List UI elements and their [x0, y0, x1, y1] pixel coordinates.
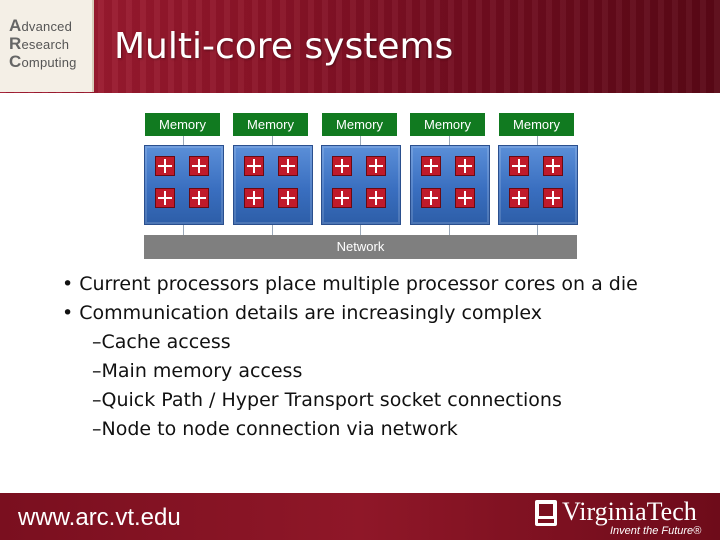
network-connector: [537, 224, 538, 235]
bullet-list: • Current processors place multiple proc…: [62, 270, 638, 444]
processor-chip: [498, 145, 578, 225]
processor-core-icon: [189, 156, 209, 176]
sub-bullet-item: –Quick Path / Hyper Transport socket con…: [62, 386, 638, 415]
processor-core-icon: [155, 156, 175, 176]
memory-label: Memory: [499, 113, 574, 136]
bullet-item: • Communication details are increasingly…: [62, 299, 638, 328]
network-connector: [183, 224, 184, 235]
sub-bullet-item: –Node to node connection via network: [62, 415, 638, 444]
processor-core-icon: [366, 156, 386, 176]
processor-core-icon: [455, 188, 475, 208]
multicore-diagram: Network Memory Memory Memory Memory Memory: [0, 0, 720, 270]
processor-core-icon: [332, 156, 352, 176]
processor-core-icon: [244, 188, 264, 208]
vt-tagline: Invent the Future®: [610, 525, 701, 537]
processor-chip: [321, 145, 401, 225]
memory-label: Memory: [322, 113, 397, 136]
processor-core-icon: [244, 156, 264, 176]
memory-connector: [272, 136, 273, 145]
vt-shield-icon: [535, 500, 557, 526]
processor-core-icon: [509, 188, 529, 208]
memory-label: Memory: [145, 113, 220, 136]
slide-footer: www.arc.vt.edu VirginiaTech Invent the F…: [0, 493, 720, 540]
memory-label: Memory: [410, 113, 485, 136]
footer-url[interactable]: www.arc.vt.edu: [18, 504, 181, 532]
processor-core-icon: [421, 188, 441, 208]
processor-core-icon: [543, 156, 563, 176]
processor-core-icon: [366, 188, 386, 208]
processor-chip: [233, 145, 313, 225]
network-connector: [360, 224, 361, 235]
bullet-item: • Current processors place multiple proc…: [62, 270, 638, 299]
network-bar: Network: [144, 235, 577, 259]
sub-bullet-item: –Main memory access: [62, 357, 638, 386]
processor-core-icon: [189, 188, 209, 208]
processor-chip: [144, 145, 224, 225]
vt-brand-name: VirginiaTech: [562, 497, 697, 527]
memory-label: Memory: [233, 113, 308, 136]
processor-core-icon: [455, 156, 475, 176]
memory-connector: [449, 136, 450, 145]
sub-bullet-item: –Cache access: [62, 328, 638, 357]
processor-core-icon: [278, 188, 298, 208]
processor-core-icon: [543, 188, 563, 208]
memory-connector: [183, 136, 184, 145]
memory-connector: [360, 136, 361, 145]
processor-core-icon: [332, 188, 352, 208]
network-connector: [272, 224, 273, 235]
processor-core-icon: [509, 156, 529, 176]
processor-core-icon: [421, 156, 441, 176]
processor-core-icon: [155, 188, 175, 208]
memory-connector: [537, 136, 538, 145]
processor-chip: [410, 145, 490, 225]
network-connector: [449, 224, 450, 235]
processor-core-icon: [278, 156, 298, 176]
